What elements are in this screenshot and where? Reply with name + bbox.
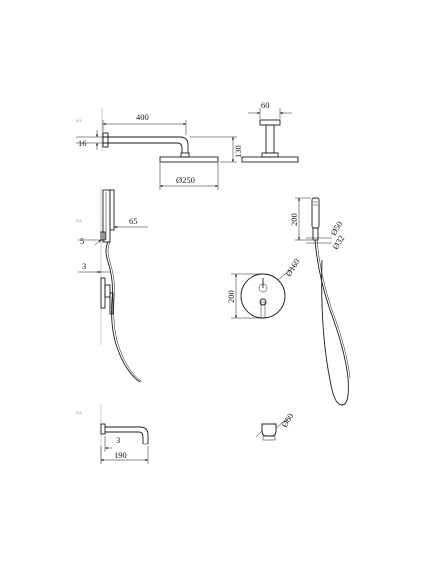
dim-arm-offset: 16 <box>78 138 87 148</box>
slide-rail-side-view: 0,5 65 5 3 <box>76 187 148 383</box>
dim-arm-length: 400 <box>136 112 149 122</box>
dim-valve-offset: 3 <box>82 261 86 271</box>
spout-front-view: Ø60 <box>255 411 295 441</box>
wall-tag-3: 0,5 <box>76 410 82 415</box>
wall-tag-2: 0,5 <box>76 218 82 223</box>
shower-arm-side-view: 0,5 400 16 130 Ø250 <box>76 108 243 190</box>
dim-slide-width: 65 <box>129 216 138 226</box>
dim-plate-diameter: Ø160 <box>283 257 301 278</box>
dim-plate-height: 200 <box>226 290 236 303</box>
hand-shower: 200 Ø50 Ø32 <box>289 197 351 406</box>
dim-hose-diameter: Ø32 <box>330 233 346 251</box>
valve-front-plate: 200 Ø160 <box>226 257 302 319</box>
dim-spout-diameter: Ø60 <box>279 411 295 429</box>
dim-spout-length: 190 <box>114 450 127 460</box>
dim-flange-width: 60 <box>261 100 270 110</box>
dim-arm-drop: 130 <box>233 145 243 158</box>
spout-side-view: 0,5 3 190 <box>76 404 149 464</box>
dim-slide-offset: 5 <box>80 236 84 246</box>
wall-tag-1: 0,5 <box>76 118 82 123</box>
dim-hand-length: 200 <box>289 213 299 226</box>
dim-head-diameter: Ø250 <box>176 175 195 185</box>
shower-arm-front-view: 60 <box>241 100 299 163</box>
dim-spout-offset: 3 <box>116 435 120 445</box>
